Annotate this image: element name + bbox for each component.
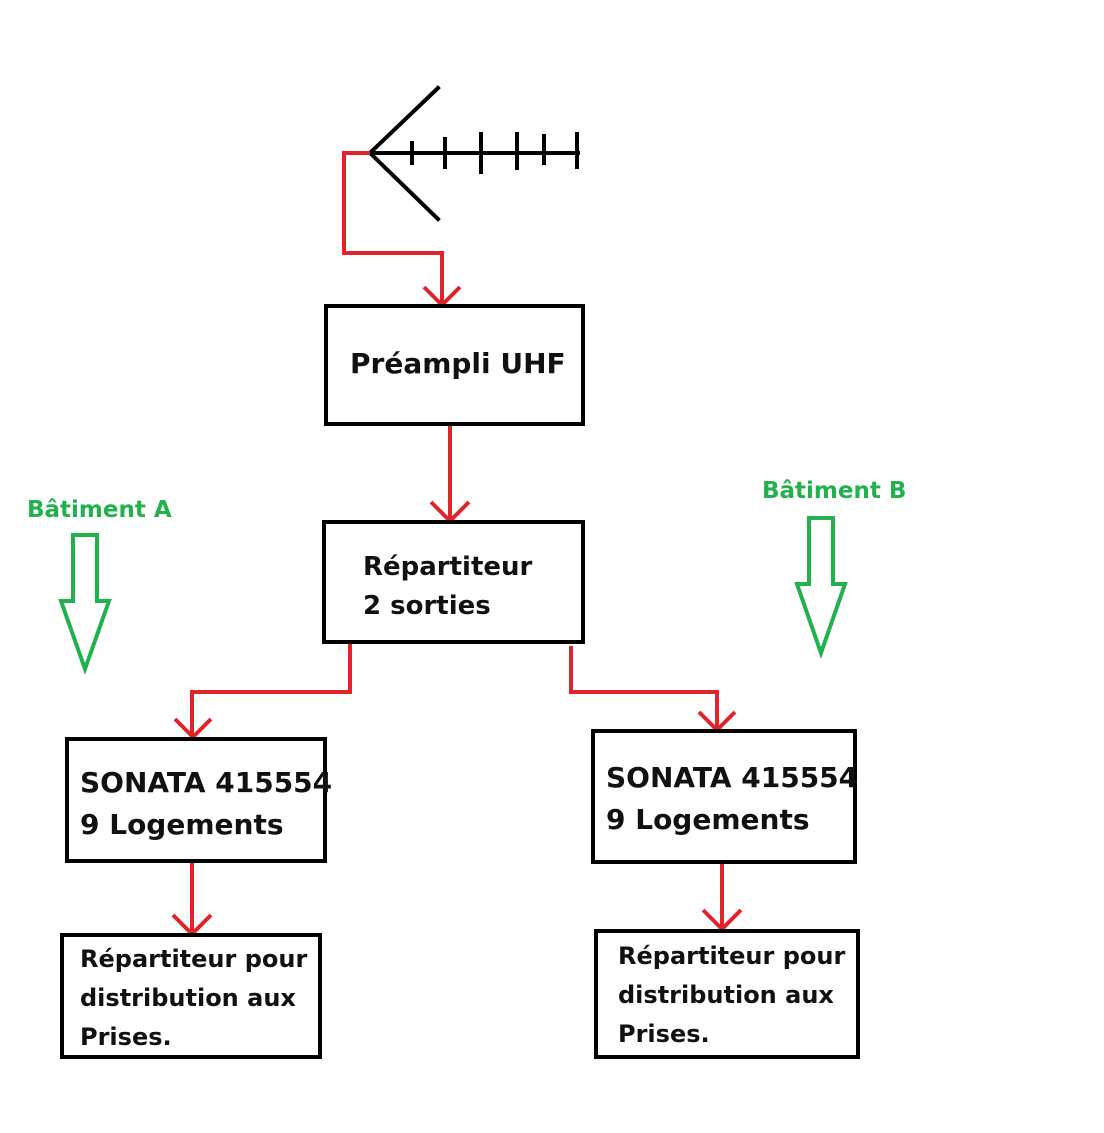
building-b-label: Bâtiment B bbox=[762, 478, 907, 504]
distribution-a-line1: Répartiteur pour bbox=[80, 945, 308, 973]
splitter-to-sonata-b-connector bbox=[569, 646, 719, 731]
distribution-b-line3: Prises. bbox=[618, 1020, 710, 1048]
preamp-box bbox=[324, 304, 585, 426]
building-a-down-arrow-icon bbox=[58, 533, 112, 676]
splitter-label-line1: Répartiteur bbox=[363, 552, 533, 582]
distribution-a-label: Répartiteur pour distribution aux Prises… bbox=[80, 940, 307, 1057]
sonata-b-model: SONATA 415554 bbox=[606, 761, 859, 794]
distribution-a-line2: distribution aux bbox=[80, 984, 296, 1012]
building-b-down-arrow-icon bbox=[794, 516, 848, 660]
distribution-b-box bbox=[594, 929, 860, 1059]
distribution-a-box bbox=[60, 933, 322, 1059]
splitter-label-line2: 2 sorties bbox=[363, 591, 491, 621]
sonata-b-label: SONATA 415554 9 Logements bbox=[606, 757, 858, 841]
building-a-label: Bâtiment A bbox=[27, 497, 172, 523]
sonata-b-units: 9 Logements bbox=[606, 803, 810, 836]
splitter-to-sonata-a-connector bbox=[190, 644, 352, 738]
antenna-to-preamp-connector bbox=[342, 151, 444, 303]
sonata-b-box bbox=[591, 729, 857, 864]
distribution-b-line1: Répartiteur pour bbox=[618, 942, 846, 970]
splitter-box bbox=[322, 520, 585, 644]
distribution-b-label: Répartiteur pour distribution aux Prises… bbox=[618, 937, 845, 1054]
sonata-a-box bbox=[65, 737, 327, 863]
antenna-icon bbox=[367, 85, 580, 222]
preamp-label: Préampli UHF bbox=[350, 347, 566, 380]
splitter-label: Répartiteur 2 sorties bbox=[363, 548, 532, 626]
sonata-a-model: SONATA 415554 bbox=[80, 766, 333, 799]
distribution-b-line2: distribution aux bbox=[618, 981, 834, 1009]
sonata-a-units: 9 Logements bbox=[80, 808, 284, 841]
sonata-a-label: SONATA 415554 9 Logements bbox=[80, 762, 332, 846]
distribution-a-line3: Prises. bbox=[80, 1023, 172, 1051]
